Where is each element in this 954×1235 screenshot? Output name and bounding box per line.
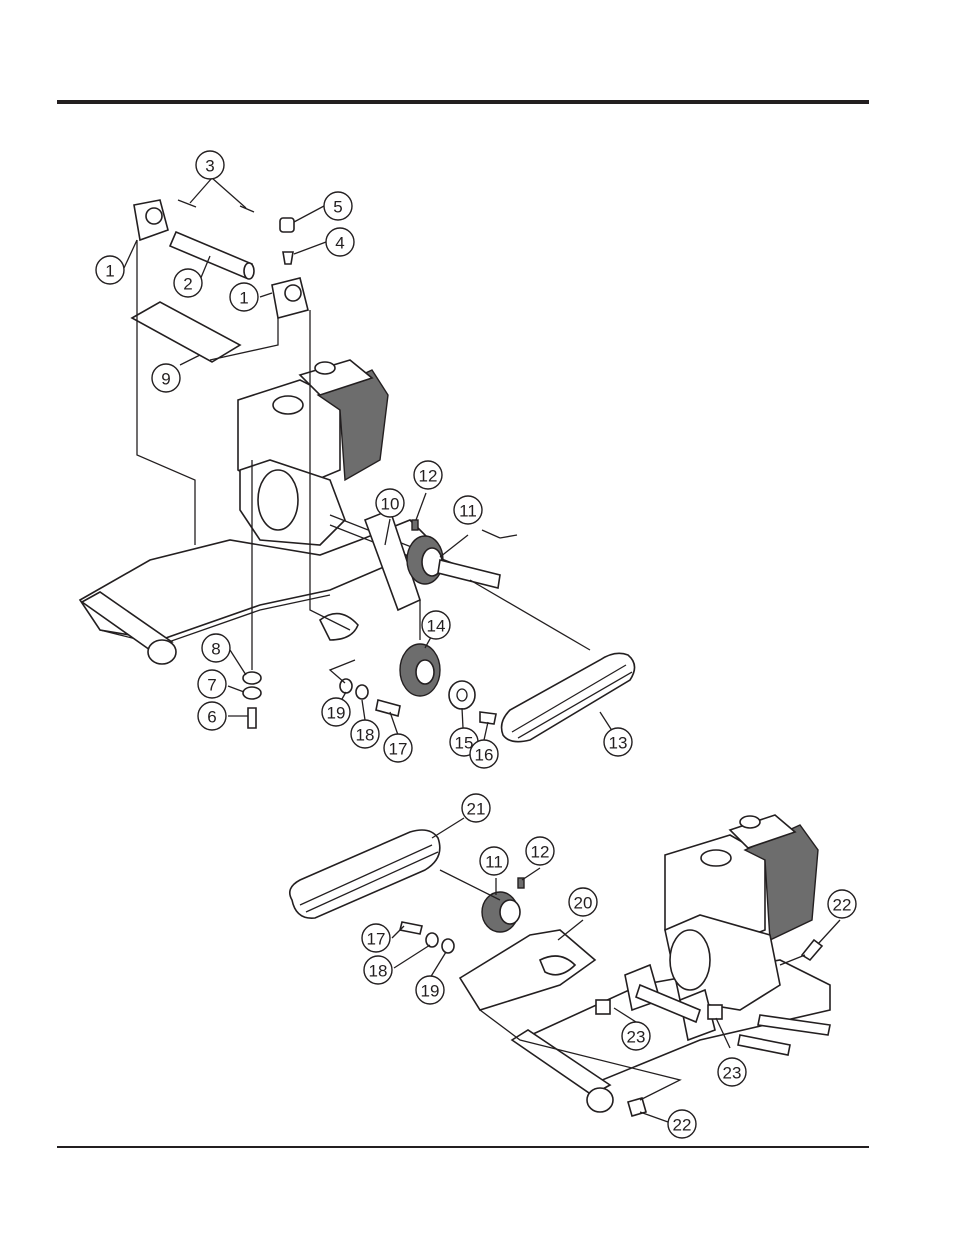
cover-plate bbox=[132, 302, 240, 362]
belt-guard bbox=[460, 930, 595, 1010]
belt-lower bbox=[290, 830, 440, 918]
callout-number: 20 bbox=[574, 894, 593, 913]
callout-number: 7 bbox=[207, 676, 216, 695]
callout-number: 14 bbox=[427, 617, 446, 636]
callout-number: 23 bbox=[723, 1064, 742, 1083]
callout-number: 6 bbox=[207, 708, 216, 727]
callout-number: 3 bbox=[205, 157, 214, 176]
callout-11: 11 bbox=[480, 847, 508, 875]
callout-6: 6 bbox=[198, 702, 226, 730]
callout-22: 22 bbox=[828, 890, 856, 918]
callout-19: 19 bbox=[322, 698, 350, 726]
callout-16: 16 bbox=[470, 740, 498, 768]
callout-5: 5 bbox=[324, 192, 352, 220]
callout-number: 22 bbox=[673, 1116, 692, 1135]
callout-number: 1 bbox=[105, 262, 114, 281]
callout-number: 21 bbox=[467, 800, 486, 819]
callout-number: 11 bbox=[485, 853, 503, 872]
callout-18: 18 bbox=[351, 720, 379, 748]
callout-number: 1 bbox=[239, 289, 248, 308]
callout-number: 18 bbox=[356, 726, 375, 745]
callout-number: 8 bbox=[211, 640, 220, 659]
callout-18: 18 bbox=[364, 956, 392, 984]
callout-number: 12 bbox=[419, 467, 438, 486]
callout-21: 21 bbox=[462, 794, 490, 822]
callout-11: 11 bbox=[454, 496, 482, 524]
callout-number: 22 bbox=[833, 896, 852, 915]
callout-number: 11 bbox=[459, 502, 477, 521]
callout-12: 12 bbox=[526, 837, 554, 865]
callout-19: 19 bbox=[416, 976, 444, 1004]
callout-number: 10 bbox=[381, 495, 400, 514]
callout-12: 12 bbox=[414, 461, 442, 489]
callout-number: 5 bbox=[333, 198, 342, 217]
callout-number: 23 bbox=[627, 1028, 646, 1047]
callout-20: 20 bbox=[569, 888, 597, 916]
callout-7: 7 bbox=[198, 670, 226, 698]
callout-1: 1 bbox=[96, 256, 124, 284]
callout-17: 17 bbox=[362, 924, 390, 952]
callout-number: 16 bbox=[475, 746, 494, 765]
callout-23: 23 bbox=[622, 1022, 650, 1050]
callout-number: 9 bbox=[161, 370, 170, 389]
callout-number: 13 bbox=[609, 734, 628, 753]
callout-13: 13 bbox=[604, 728, 632, 756]
callout-4: 4 bbox=[326, 228, 354, 256]
callout-number: 17 bbox=[389, 740, 408, 759]
callout-10: 10 bbox=[376, 489, 404, 517]
callout-number: 19 bbox=[421, 982, 440, 1001]
callout-23: 23 bbox=[718, 1058, 746, 1086]
callout-number: 18 bbox=[369, 962, 388, 981]
callout-9: 9 bbox=[152, 364, 180, 392]
callout-1: 1 bbox=[230, 283, 258, 311]
callout-22: 22 bbox=[668, 1110, 696, 1138]
top-exploded-view bbox=[80, 200, 635, 742]
callout-14: 14 bbox=[422, 611, 450, 639]
callout-number: 12 bbox=[531, 843, 550, 862]
callout-number: 17 bbox=[367, 930, 386, 949]
callout-2: 2 bbox=[174, 269, 202, 297]
callout-3: 3 bbox=[196, 151, 224, 179]
callout-number: 2 bbox=[183, 275, 192, 294]
callout-number: 4 bbox=[335, 234, 344, 253]
callout-8: 8 bbox=[202, 634, 230, 662]
callout-17: 17 bbox=[384, 734, 412, 762]
callout-number: 19 bbox=[327, 704, 346, 723]
